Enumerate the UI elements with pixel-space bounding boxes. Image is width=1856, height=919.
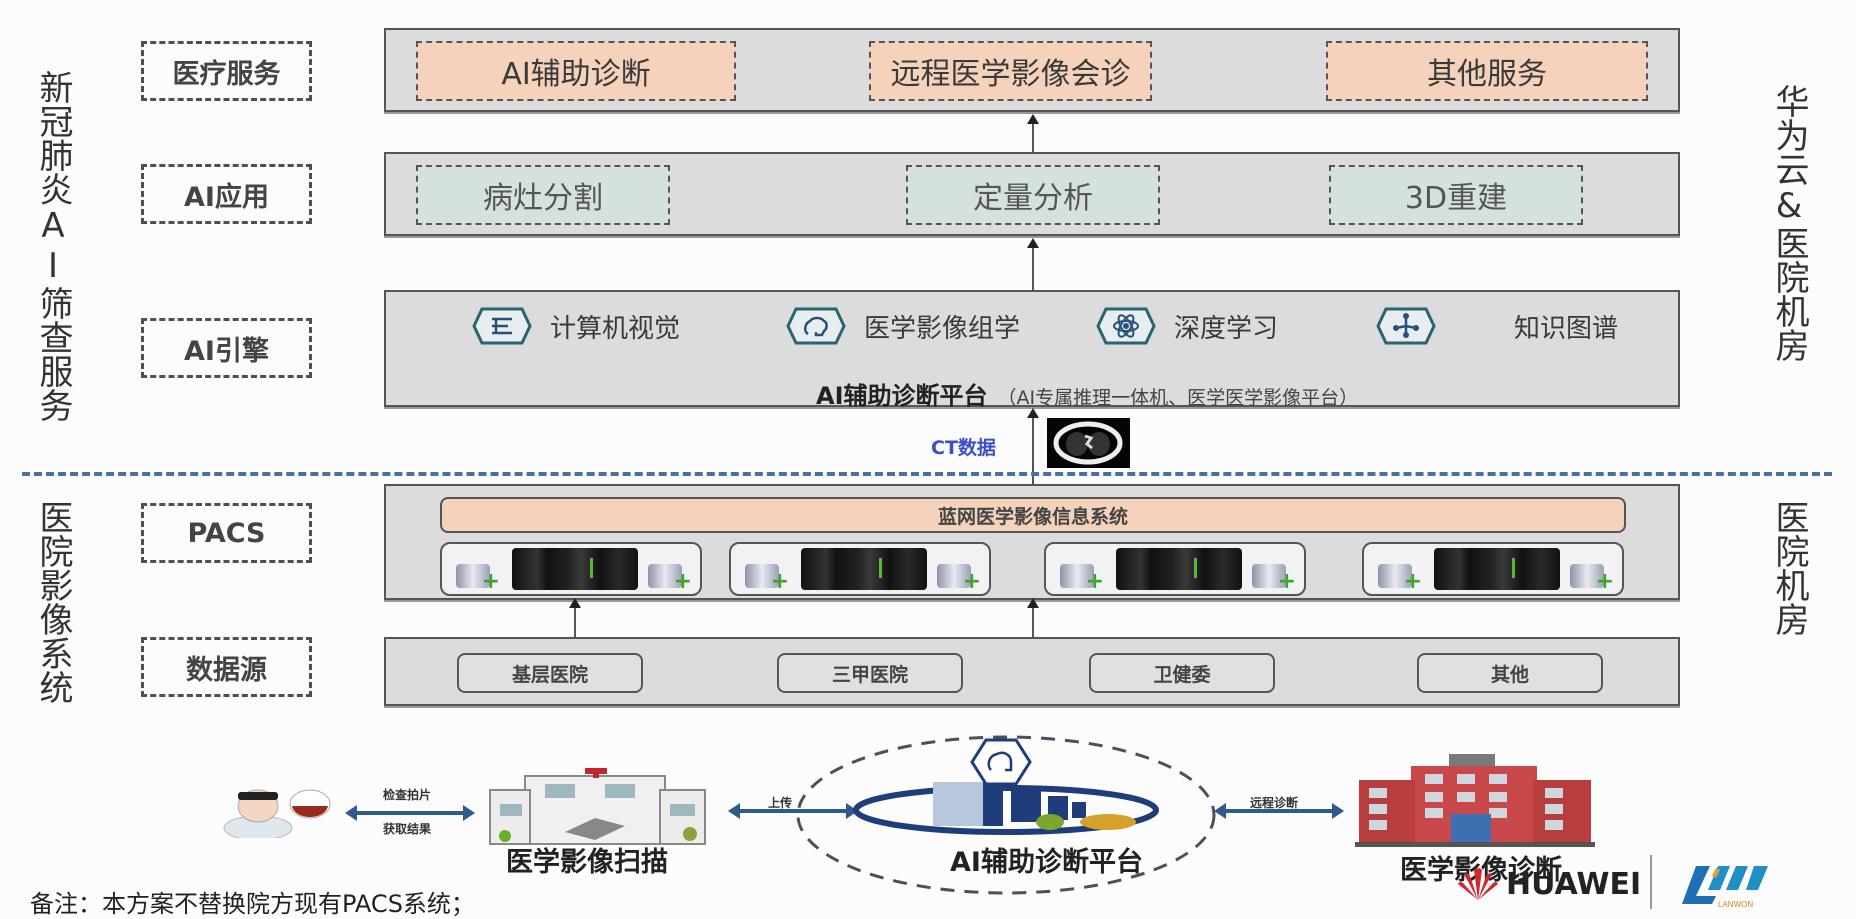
pacs-system-name: 蓝网医学影像信息系统 bbox=[440, 497, 1626, 533]
side-label-hospital-imaging-system: 医院影像系统 bbox=[33, 500, 73, 704]
ai-application-layer: 病灶分割 定量分析 3D重建 bbox=[384, 152, 1680, 236]
engine-label: 深度学习 bbox=[1174, 313, 1279, 344]
arrow-label-upload: 上传 bbox=[768, 796, 793, 810]
layer-label-ai-application: AI应用 bbox=[141, 164, 312, 224]
logo-separator bbox=[1650, 855, 1652, 909]
ai-engine-layer: 计算机视觉 医学影像组学 深度学习 知识图谱 AI辅助诊断平台 （AI专属推理一体… bbox=[384, 290, 1680, 410]
arrow-label-result: 获取结果 bbox=[383, 822, 432, 836]
ct-scan-image bbox=[1047, 418, 1130, 468]
storage-disk-icon bbox=[1570, 564, 1614, 594]
app-lesion-segmentation: 病灶分割 bbox=[416, 165, 670, 225]
server-rack-icon bbox=[801, 548, 927, 590]
server-rack-icon bbox=[512, 548, 638, 590]
side-label-huawei-cloud-hospital-room: 华为云&医院机房 bbox=[1769, 84, 1809, 362]
arrow-up-to-pacs-center bbox=[1027, 598, 1039, 637]
imaging-center-building-icon bbox=[489, 768, 706, 845]
ai-platform-ellipse bbox=[796, 735, 1216, 895]
medical-service-layer: AI辅助诊断 远程医学影像会诊 其他服务 bbox=[384, 28, 1680, 112]
service-ai-diagnosis: AI辅助诊断 bbox=[416, 41, 736, 101]
patient-scan-bidirectional-arrow bbox=[345, 805, 475, 821]
storage-disk-icon bbox=[1060, 564, 1104, 594]
service-other: 其他服务 bbox=[1326, 41, 1648, 101]
app-3d-reconstruction: 3D重建 bbox=[1329, 165, 1583, 225]
huawei-petal-icon bbox=[1458, 868, 1498, 900]
doctor-patient-icon bbox=[223, 789, 331, 838]
storage-disk-icon bbox=[456, 564, 500, 594]
layer-label-data-source: 数据源 bbox=[141, 637, 312, 697]
arrow-up-to-application bbox=[1027, 238, 1039, 290]
pacs-server-unit bbox=[1044, 542, 1306, 596]
storage-disk-icon bbox=[648, 564, 692, 594]
side-label-hospital-room: 医院机房 bbox=[1769, 500, 1809, 636]
diagnosis-hospital-building-icon bbox=[1355, 754, 1595, 847]
engine-label: 医学影像组学 bbox=[864, 313, 1021, 344]
engine-knowledge-graph: 知识图谱 bbox=[1376, 306, 1618, 346]
platform-title: AI辅助诊断平台 （AI专属推理一体机、医学医学影像平台） bbox=[816, 376, 1358, 411]
layer-label-medical-service: 医疗服务 bbox=[141, 41, 312, 101]
radiomics-brain-icon bbox=[786, 307, 846, 345]
arrow-up-to-service bbox=[1027, 114, 1039, 152]
data-source-layer: 基层医院 三甲医院 卫健委 其他 bbox=[384, 637, 1680, 706]
layer-label-ai-engine: AI引擎 bbox=[141, 318, 312, 378]
lanwon-logo: LANWON bbox=[1682, 866, 1768, 909]
layer-label-pacs: PACS bbox=[141, 503, 312, 563]
pacs-server-unit bbox=[1362, 542, 1624, 596]
deep-learning-atom-icon bbox=[1096, 307, 1156, 345]
source-primary-hospital: 基层医院 bbox=[457, 653, 643, 693]
storage-disk-icon bbox=[937, 564, 981, 594]
imaging-scan-label: 医学影像扫描 bbox=[506, 847, 668, 878]
source-other: 其他 bbox=[1417, 653, 1603, 693]
arrow-label-exam: 检查拍片 bbox=[383, 788, 432, 802]
cloud-hospital-divider bbox=[22, 472, 1832, 476]
lanwon-logo-text: LANWON bbox=[1718, 900, 1753, 909]
engine-deep-learning: 深度学习 bbox=[1096, 306, 1278, 346]
storage-disk-icon bbox=[1252, 564, 1296, 594]
app-quantitative-analysis: 定量分析 bbox=[906, 165, 1160, 225]
server-rack-icon bbox=[1434, 548, 1560, 590]
side-label-ai-screening-service: 新冠肺炎AI筛查服务 bbox=[33, 70, 73, 422]
pacs-layer: 蓝网医学影像信息系统 bbox=[384, 484, 1680, 600]
footer-note: 备注：本方案不替换院方现有PACS系统； bbox=[30, 890, 475, 918]
ai-platform-label: AI辅助诊断平台 bbox=[950, 847, 1143, 878]
platform-title-text: AI辅助诊断平台 bbox=[816, 382, 988, 410]
huawei-logo-text: HUAWEI bbox=[1506, 866, 1642, 902]
platform-subtitle: （AI专属推理一体机、医学医学影像平台） bbox=[997, 387, 1359, 409]
arrow-label-diagnosis: 远程诊断 bbox=[1250, 796, 1299, 810]
ct-data-label: CT数据 bbox=[931, 437, 996, 459]
source-tertiary-hospital: 三甲医院 bbox=[777, 653, 963, 693]
arrow-up-ct-data bbox=[1027, 408, 1039, 484]
arrow-up-to-pacs-left bbox=[569, 598, 581, 637]
engine-computer-vision: 计算机视觉 bbox=[472, 306, 680, 346]
pacs-server-unit bbox=[440, 542, 702, 596]
engine-radiomics: 医学影像组学 bbox=[786, 306, 1020, 346]
storage-disk-icon bbox=[1378, 564, 1422, 594]
storage-disk-icon bbox=[745, 564, 789, 594]
platform-diagnosis-bidirectional-arrow bbox=[1214, 803, 1344, 819]
engine-label: 知识图谱 bbox=[1514, 313, 1619, 344]
service-remote-consultation: 远程医学影像会诊 bbox=[869, 41, 1152, 101]
server-rack-icon bbox=[1116, 548, 1242, 590]
huawei-logo: HUAWEI bbox=[1456, 866, 1641, 902]
pacs-server-unit bbox=[729, 542, 991, 596]
knowledge-graph-icon bbox=[1376, 307, 1436, 345]
engine-label: 计算机视觉 bbox=[550, 313, 681, 344]
source-health-commission: 卫健委 bbox=[1089, 653, 1275, 693]
computer-vision-icon bbox=[472, 307, 532, 345]
